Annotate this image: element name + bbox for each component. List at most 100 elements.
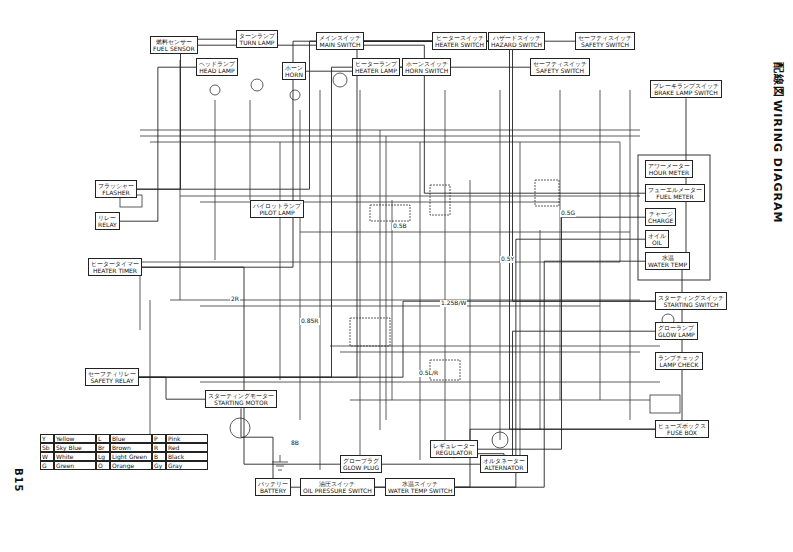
- component-box: 水温WATER TEMP: [645, 252, 690, 270]
- component-label: OIL PRESSURE SWITCH: [303, 487, 372, 494]
- component-label: ヒーターランプ: [355, 60, 397, 67]
- component-label: BRAKE LAMP SWITCH: [653, 89, 719, 96]
- component-label: ターンランプ: [239, 32, 275, 39]
- wire-connector: [137, 39, 236, 189]
- wire-drawing: [272, 455, 288, 470]
- table-cell: Sb: [40, 443, 54, 452]
- component-label: セーフティリレー: [88, 370, 136, 377]
- table-cell: Lg: [96, 452, 110, 461]
- component-box: ホーンHORN: [282, 62, 306, 80]
- component-label: SAFETY SWITCH: [578, 41, 632, 48]
- component-label: SAFETY SWITCH: [533, 67, 587, 74]
- component-box: ヒューズボックスFUSE BOX: [655, 420, 709, 438]
- component-label: REGULATOR: [433, 449, 475, 456]
- component-box: スターティングスイッチSTARTING SWITCH: [655, 292, 727, 310]
- component-box: ターンランプTURN LAMP: [236, 30, 278, 48]
- component-label: チャージ: [648, 210, 673, 217]
- component-label: HOUR METER: [648, 169, 690, 176]
- wire-connector: [364, 41, 655, 301]
- component-label: ヘッドランプ: [199, 60, 235, 67]
- wire-connector: [142, 267, 340, 464]
- wire-drawing: [638, 155, 710, 280]
- component-label: 燃料センサー: [153, 38, 195, 45]
- component-label: FUEL SENSOR: [153, 45, 195, 52]
- wire-drawing: [430, 185, 450, 215]
- wire-connector: [375, 239, 645, 487]
- component-label: ヒータースイッチ: [435, 34, 484, 41]
- component-label: スターティングスイッチ: [658, 294, 724, 301]
- component-box: ヒータータイマーHEATER TIMER: [88, 258, 142, 276]
- component-label: HEAD LAMP: [199, 67, 235, 74]
- wire-drawing: [230, 418, 250, 438]
- wire-connector: [142, 41, 432, 267]
- wire-drawing: [350, 318, 390, 346]
- component-label: 水温スイッチ: [388, 480, 452, 487]
- component-label: STARTING SWITCH: [658, 301, 724, 308]
- page-heading: B15: [13, 468, 24, 493]
- component-box: グロープラグGLOW PLUG: [340, 455, 382, 473]
- table-cell: Orange: [110, 461, 152, 470]
- component-label: PILOT LAMP: [253, 209, 301, 216]
- diagram-title: WIRING DIAGRAM: [771, 100, 784, 224]
- component-box: オイルOIL: [645, 230, 669, 248]
- wire-drawing: [370, 205, 410, 221]
- component-label: GLOW LAMP: [658, 331, 695, 338]
- component-box: ヒータースイッチHEATER SWITCH: [432, 32, 487, 50]
- table-cell: Gy: [152, 461, 166, 470]
- component-label: ホーンスイッチ: [405, 60, 448, 67]
- component-label: CHARGE: [648, 217, 673, 224]
- component-label: ハザードスイッチ: [491, 34, 542, 41]
- table-cell: White: [54, 452, 96, 461]
- table-cell: Green: [54, 461, 96, 470]
- wire-code: 0.85R: [300, 318, 320, 325]
- component-box: チャージCHARGE: [645, 208, 676, 226]
- component-label: FLASHER: [98, 189, 134, 196]
- component-box: フラッシャーFLASHER: [95, 180, 137, 198]
- table-cell: Pink: [166, 434, 208, 443]
- component-label: フューエルメーター: [648, 186, 702, 193]
- component-box: 燃料センサーFUEL SENSOR: [150, 36, 198, 54]
- component-label: オルタネーター: [483, 457, 525, 464]
- wire-code: 0.5Y: [500, 256, 515, 263]
- table-cell: Br: [96, 443, 110, 452]
- component-label: RELAY: [98, 221, 117, 228]
- component-label: HEATER SWITCH: [435, 41, 484, 48]
- component-box: ホーンスイッチHORN SWITCH: [402, 58, 451, 76]
- wire-connector: [478, 217, 645, 449]
- component-label: ヒューズボックス: [658, 422, 706, 429]
- component-box: セーフティリレーSAFETY RELAY: [85, 368, 139, 386]
- component-label: FUEL METER: [648, 193, 702, 200]
- component-box: セーフティスイッチSAFETY SWITCH: [530, 58, 590, 76]
- component-box: ヒーターランプHEATER LAMP: [352, 58, 400, 76]
- component-label: バッテリー: [258, 480, 288, 487]
- component-label: メインスイッチ: [319, 34, 361, 41]
- component-box: リレーRELAY: [95, 212, 120, 230]
- component-label: ブレーキランプスイッチ: [653, 82, 719, 89]
- page-heading: 配線図: [772, 62, 784, 98]
- component-label: LAMP CHECK: [658, 361, 700, 368]
- component-label: リレー: [98, 214, 117, 221]
- wire-connector: [139, 41, 575, 377]
- component-label: アワーメーター: [648, 162, 690, 169]
- component-label: ALTERNATOR: [483, 464, 525, 471]
- component-label: WATER TEMP: [648, 261, 687, 268]
- component-label: スターティングモーター: [208, 392, 274, 399]
- wire-connector: [139, 301, 655, 377]
- component-box: 油圧スイッチOIL PRESSURE SWITCH: [300, 478, 375, 496]
- component-label: HORN SWITCH: [405, 67, 448, 74]
- wire-drawing: [650, 395, 680, 413]
- component-box: パイロットランプPILOT LAMP: [250, 200, 304, 218]
- wire-drawing: [333, 73, 347, 87]
- component-label: レギュレーター: [433, 442, 475, 449]
- table-cell: R: [152, 443, 166, 452]
- component-label: ホーン: [285, 64, 303, 71]
- table-cell: Brown: [110, 443, 152, 452]
- table-cell: Gray: [166, 461, 208, 470]
- table-cell: W: [40, 452, 54, 461]
- table-cell: Sky Blue: [54, 443, 96, 452]
- wire-code: 2R: [230, 296, 240, 303]
- component-label: 油圧スイッチ: [303, 480, 372, 487]
- wire-drawing: [251, 79, 263, 91]
- wire-code: 0.5B: [392, 223, 408, 230]
- table-cell: G: [40, 461, 54, 470]
